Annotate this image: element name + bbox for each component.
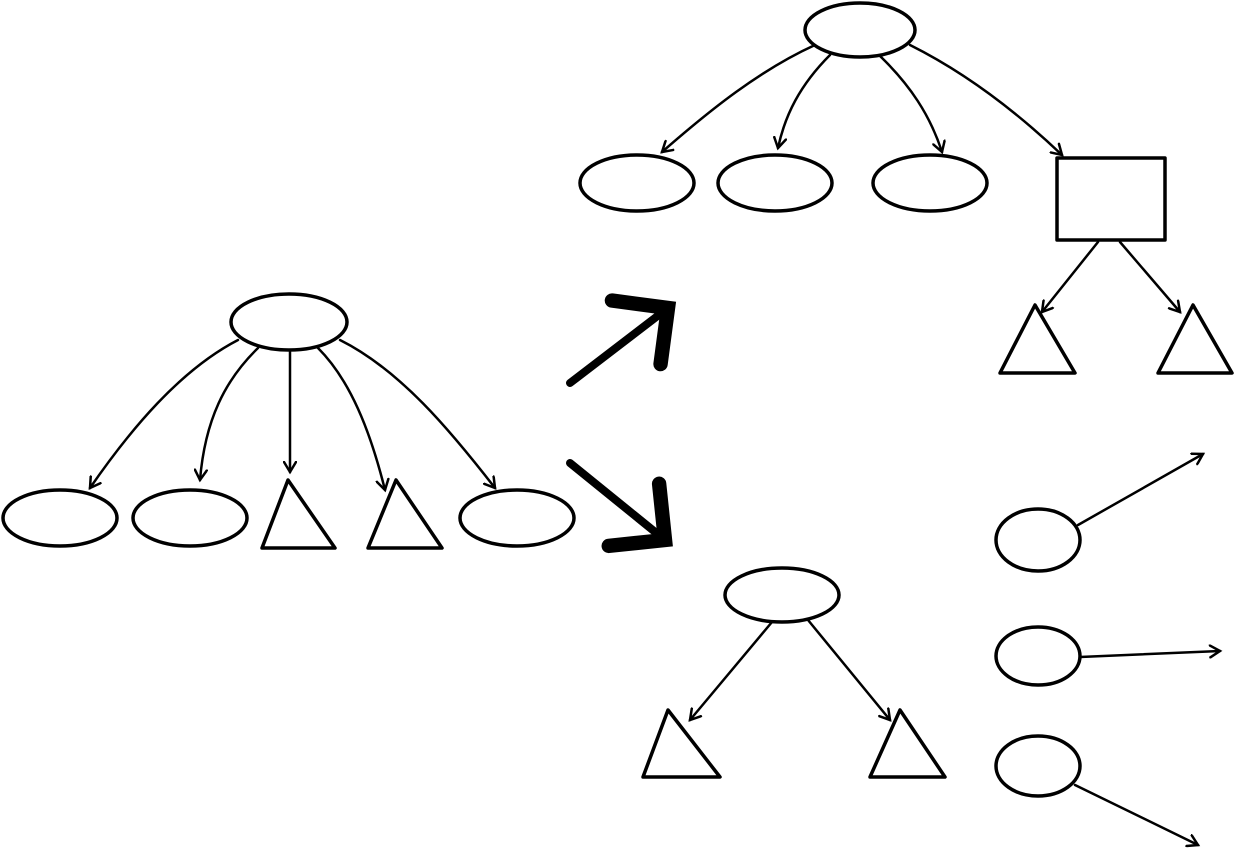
dangling-ellipse-node <box>994 734 1082 798</box>
ellipse-node <box>871 153 989 213</box>
triangle-node <box>998 303 1077 375</box>
triangle-node <box>1156 303 1234 375</box>
dangling-edge <box>1076 454 1203 527</box>
triangle-node <box>366 478 444 550</box>
upper-root-node <box>803 1 917 59</box>
edge <box>200 346 260 480</box>
edge <box>1042 240 1100 312</box>
source-tree <box>1 292 576 550</box>
dangling-edge <box>1073 783 1198 845</box>
dangling-nodes <box>994 454 1220 845</box>
edge <box>338 338 495 488</box>
upper-result-tree <box>578 1 1234 375</box>
dangling-ellipse-node <box>994 507 1082 573</box>
edge <box>90 338 240 488</box>
ellipse-node <box>716 153 834 213</box>
lower-result-tree <box>641 566 947 779</box>
ellipse-node <box>578 153 696 213</box>
edge <box>316 346 385 490</box>
edge <box>1118 240 1180 312</box>
ellipse-node <box>458 488 576 548</box>
source-root-node <box>229 292 349 352</box>
edge <box>908 43 1062 155</box>
lower-root-node <box>723 566 841 624</box>
edge <box>878 54 942 152</box>
dangling-ellipse-node <box>994 625 1082 687</box>
triangle-node <box>868 708 947 779</box>
edge <box>806 618 890 720</box>
ellipse-node <box>131 488 249 548</box>
edge <box>662 43 817 152</box>
dangling-edge <box>1078 651 1220 657</box>
edge <box>778 53 832 148</box>
triangle-node <box>641 708 722 779</box>
ellipse-node <box>1 488 119 548</box>
rectangle-node <box>1055 156 1167 242</box>
transform-arrow-up <box>566 293 677 387</box>
transform-arrow-down <box>566 459 673 554</box>
edge <box>690 620 774 720</box>
triangle-node <box>260 478 337 550</box>
